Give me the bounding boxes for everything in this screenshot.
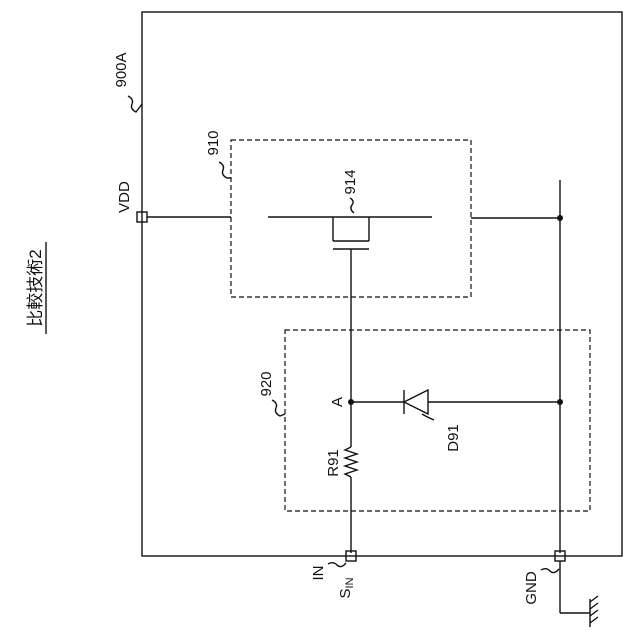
figure-title: 比較技術2 bbox=[26, 249, 45, 326]
junction-gnd-top bbox=[557, 215, 563, 221]
driver-block-leader bbox=[219, 162, 231, 178]
in-leader bbox=[328, 563, 346, 567]
driver-block-label: 910 bbox=[205, 130, 222, 155]
diode-leader bbox=[422, 414, 434, 420]
ground-hatch-1 bbox=[590, 596, 598, 602]
gnd-label: GND bbox=[523, 571, 540, 605]
vdd-label: VDD bbox=[116, 181, 133, 213]
ground-hatch-4 bbox=[590, 617, 598, 623]
ground-hatch-2 bbox=[590, 603, 598, 609]
gnd-leader bbox=[541, 569, 559, 573]
signal-label: SIN bbox=[337, 577, 356, 598]
device-label: 900A bbox=[113, 52, 130, 87]
transistor-leader bbox=[350, 198, 354, 213]
diode-label: D91 bbox=[445, 424, 462, 452]
in-label: IN bbox=[310, 566, 327, 581]
diode-triangle bbox=[404, 390, 428, 414]
device-boundary bbox=[142, 12, 622, 556]
signal-label-main: S bbox=[337, 588, 354, 598]
transistor-label: 914 bbox=[342, 169, 359, 194]
ground-hatch-3 bbox=[590, 610, 598, 616]
node-a-label: A bbox=[329, 397, 346, 407]
resistor-label: R91 bbox=[325, 449, 342, 477]
protection-block-leader bbox=[272, 400, 285, 416]
protection-block-label: 920 bbox=[258, 371, 275, 396]
resistor-r91 bbox=[345, 447, 357, 477]
protection-block bbox=[285, 330, 590, 511]
signal-label-sub: IN bbox=[344, 577, 356, 588]
device-leader bbox=[128, 96, 142, 112]
